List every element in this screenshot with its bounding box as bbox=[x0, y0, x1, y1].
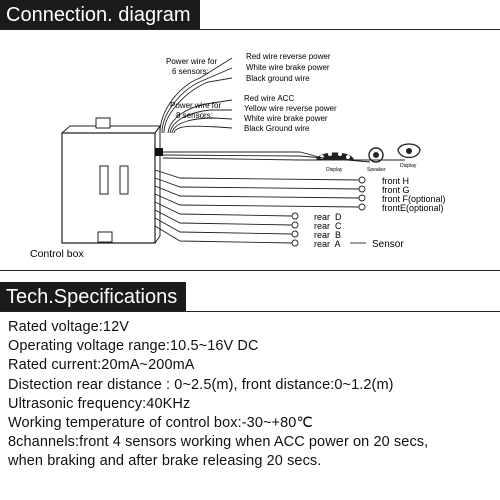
control-box-label: Control box bbox=[30, 248, 84, 260]
section-divider bbox=[0, 270, 500, 271]
speaker-icon bbox=[368, 147, 384, 163]
rear-c-label: rear C bbox=[314, 221, 342, 231]
front-g-label: front G bbox=[382, 185, 410, 195]
six-wire-white: White wire brake power bbox=[246, 63, 330, 72]
six-wire-red: Red wire reverse power bbox=[246, 52, 331, 61]
spec-ultrasonic-frequency: Ultrasonic frequency:40KHz bbox=[8, 395, 191, 412]
six-wire-black: Black ground wire bbox=[246, 74, 310, 83]
spec-detection-distance: Distection rear distance : 0~2.5(m), fro… bbox=[8, 376, 394, 393]
eight-sensor-label-line2: 8 sensors: bbox=[176, 111, 213, 120]
eight-sensor-label-line1: Power wire for bbox=[170, 101, 221, 110]
rear-d-label: rear D bbox=[314, 212, 342, 222]
connection-diagram-heading: Connection. diagram bbox=[0, 0, 200, 30]
spec-rated-current: Rated current:20mA~200mA bbox=[8, 357, 195, 374]
display-harness bbox=[162, 151, 405, 163]
connection-diagram: Control box Power wire for 6 sensors: Re… bbox=[30, 52, 446, 260]
six-sensor-label-line1: Power wire for bbox=[166, 57, 217, 66]
spec-channels-line1: 8channels:front 4 sensors working when A… bbox=[8, 434, 429, 451]
rear-a-label: rear A bbox=[314, 239, 341, 249]
spec-working-temperature: Working temperature of control box:-30~+… bbox=[8, 415, 313, 432]
rear-a-connector bbox=[291, 239, 299, 247]
eight-wire-black: Black Ground wire bbox=[244, 124, 310, 133]
display2-label: Display bbox=[400, 163, 417, 169]
power-wires-8 bbox=[167, 99, 233, 134]
heading-rule bbox=[0, 29, 500, 30]
front-f-label: front F(optional) bbox=[382, 194, 446, 204]
spec-rated-voltage: Rated voltage:12V bbox=[8, 319, 130, 335]
spec-operating-voltage: Operating voltage range:10.5~16V DC bbox=[8, 338, 259, 355]
speaker-label: Speaker bbox=[367, 167, 386, 173]
rear-d-connector bbox=[291, 212, 299, 220]
specifications-list: Rated voltage:12V Operating voltage rang… bbox=[8, 318, 496, 472]
rear-sensor-wires bbox=[154, 201, 293, 244]
spec-channels-line2: when braking and after brake releasing 2… bbox=[8, 453, 322, 470]
front-sensor-wires bbox=[154, 169, 361, 208]
control-box bbox=[61, 117, 163, 244]
tech-specifications-heading: Tech.Specifications bbox=[0, 282, 186, 312]
front-e-connector bbox=[358, 203, 366, 211]
rear-b-connector bbox=[291, 230, 299, 238]
front-e-label: frontE(optional) bbox=[382, 203, 444, 213]
front-h-connector bbox=[358, 176, 366, 184]
front-f-connector bbox=[358, 194, 366, 202]
rear-c-connector bbox=[291, 221, 299, 229]
display-label: Display bbox=[326, 167, 343, 173]
eight-wire-red: Red wire ACC bbox=[244, 94, 294, 103]
front-g-connector bbox=[358, 185, 366, 193]
six-sensor-label-line2: 6 sensors: bbox=[172, 67, 209, 76]
heading-rule-2 bbox=[0, 311, 500, 312]
front-h-label: front H bbox=[382, 176, 409, 186]
power-wires-6 bbox=[159, 57, 233, 134]
rear-b-label: rear B bbox=[314, 230, 341, 240]
eight-wire-white: White wire brake power bbox=[244, 114, 328, 123]
display-mirror-icon bbox=[397, 143, 421, 159]
eight-wire-yellow: Yellow wire reverse power bbox=[244, 104, 337, 113]
sensor-label: Sensor bbox=[372, 239, 404, 250]
